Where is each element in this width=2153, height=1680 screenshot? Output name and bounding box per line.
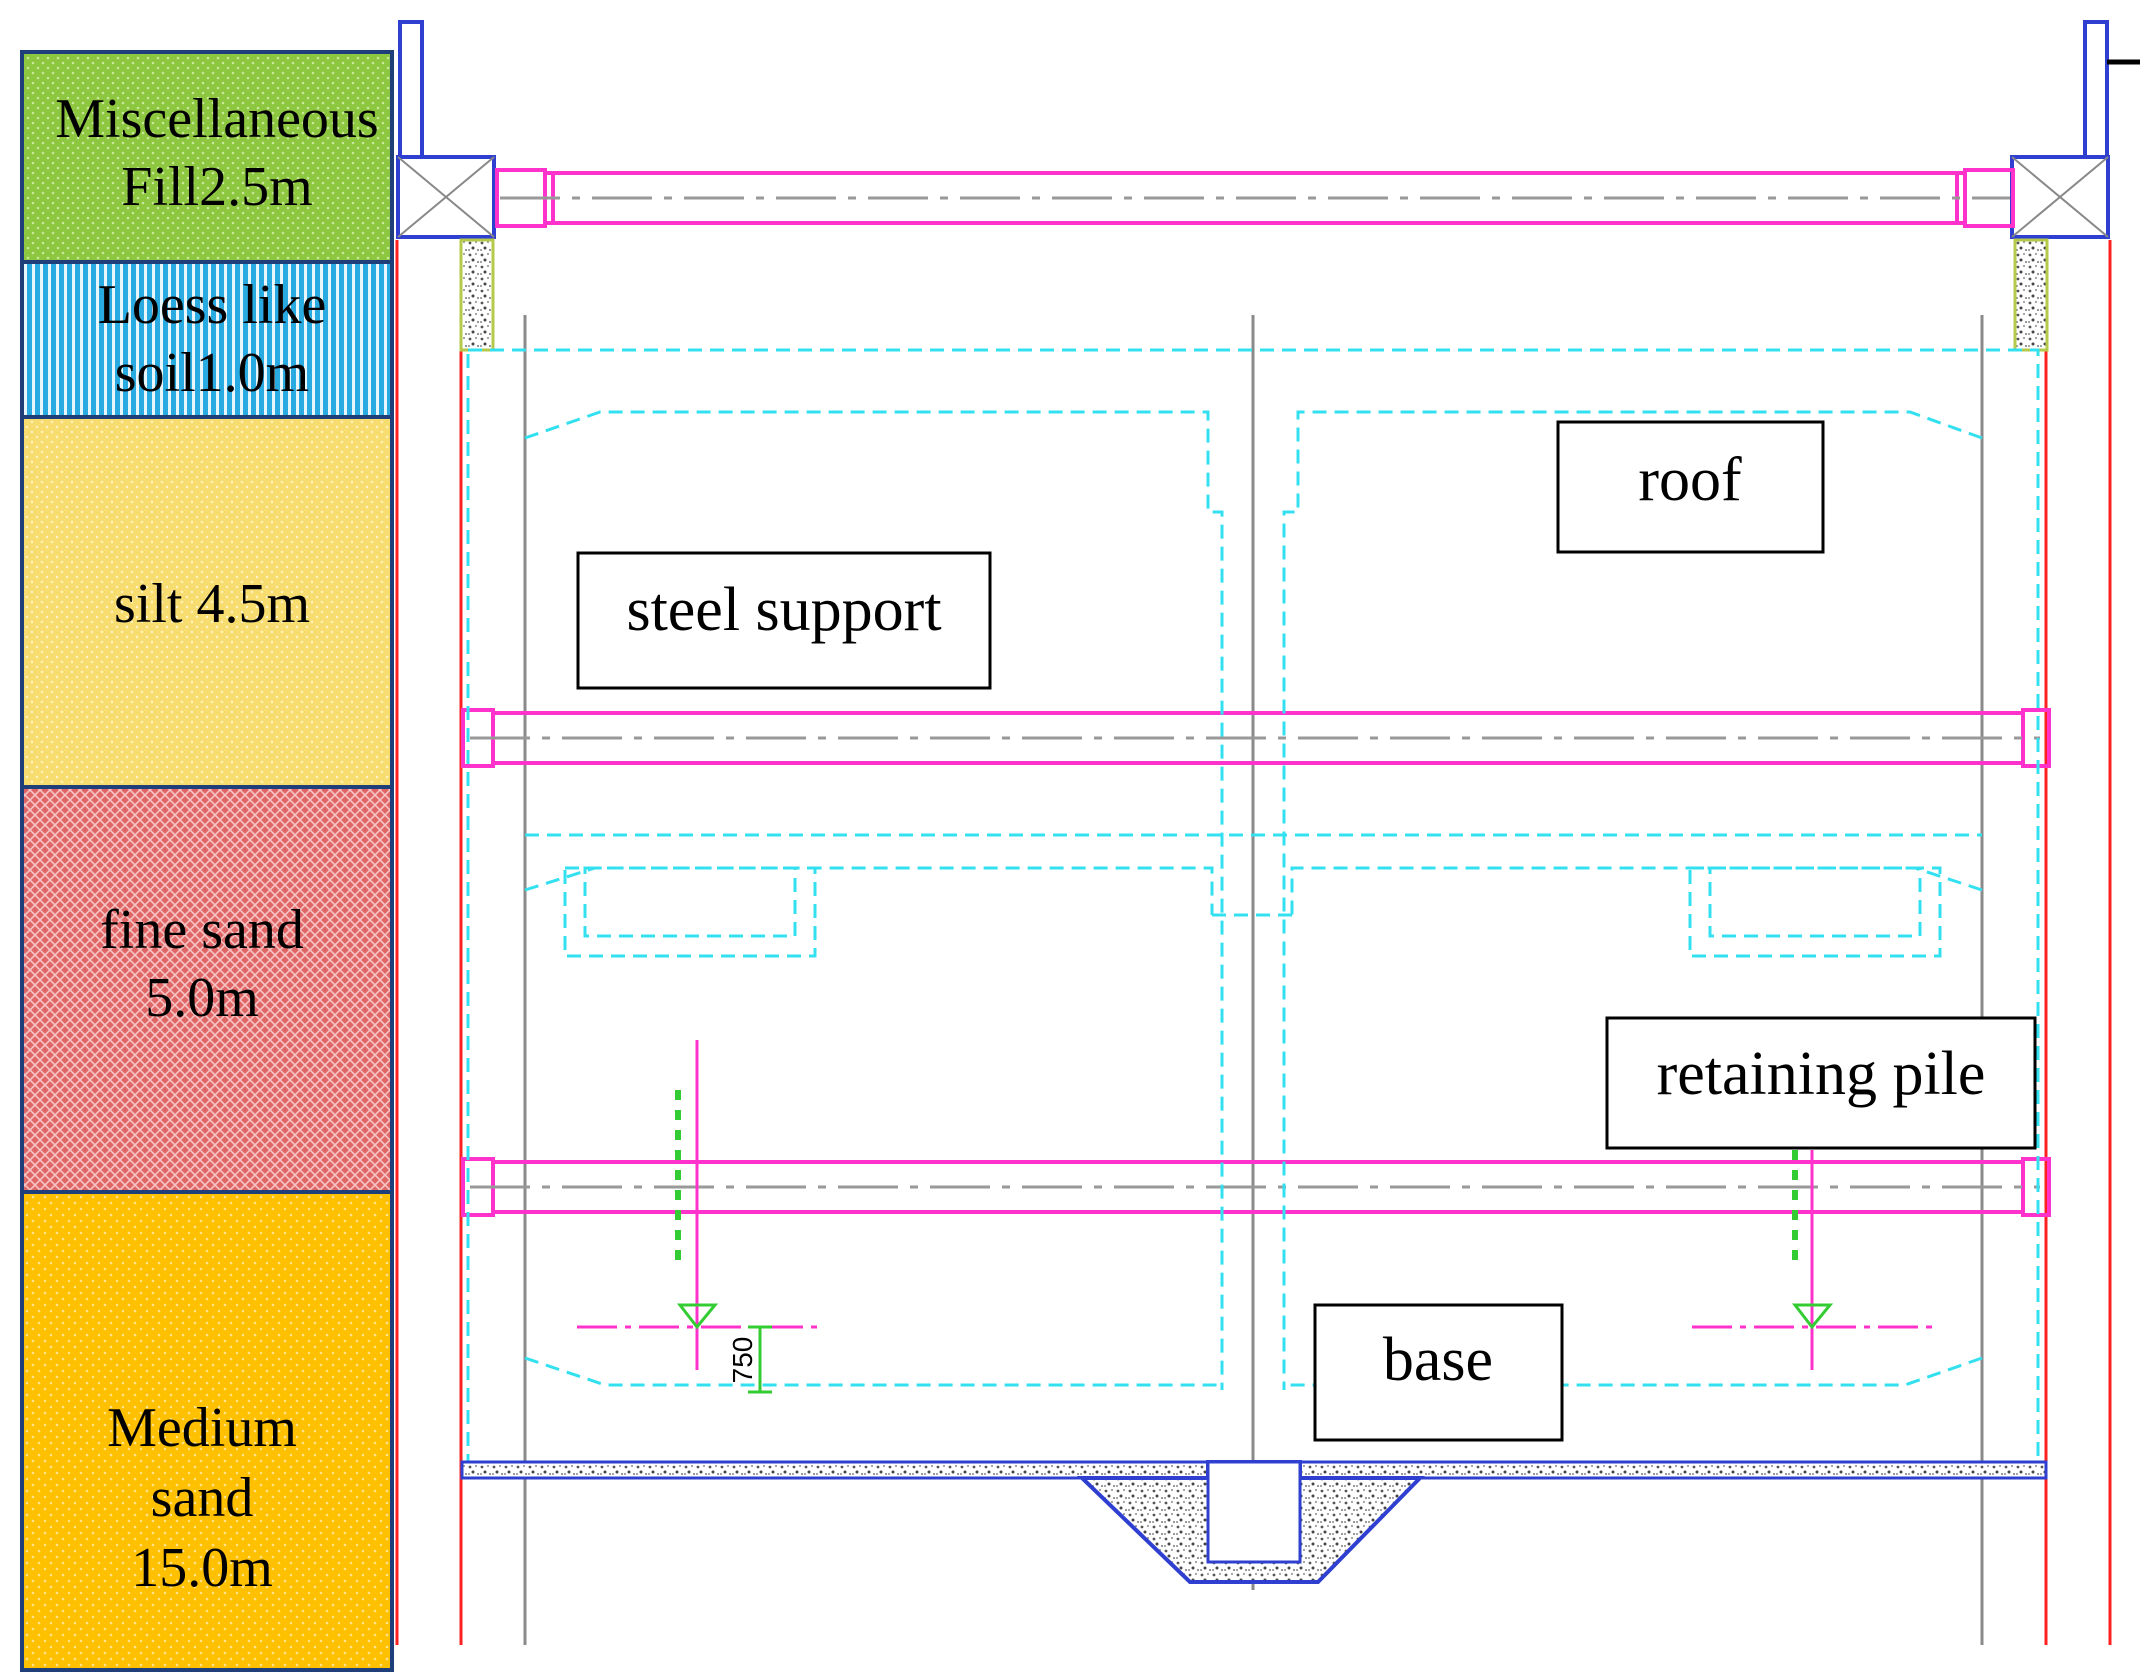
soil-label-loess-line2: soil1.0m — [115, 342, 309, 404]
label-base: base — [1383, 1326, 1493, 1394]
dimension-750: 750 — [727, 1325, 772, 1394]
grid-axes — [523, 315, 1984, 1645]
steel-support-level-3 — [461, 1157, 2051, 1217]
callout-steel-support: steel support — [576, 551, 992, 690]
top-wall-right — [2083, 20, 2109, 159]
label-roof: roof — [1638, 446, 1742, 514]
label-retaining-pile: retaining pile — [1657, 1040, 1986, 1108]
soil-label-silt: silt 4.5m — [114, 573, 310, 635]
callout-retaining-pile: retaining pile — [1605, 1016, 2037, 1150]
soil-label-fine-sand-line2: 5.0m — [145, 967, 259, 1029]
steel-support-level-2 — [461, 708, 2051, 768]
level-marker-left — [577, 1040, 817, 1370]
retaining-piles — [395, 240, 2112, 1645]
soil-label-medium-sand-line2: sand — [151, 1467, 254, 1529]
label-steel-support: steel support — [626, 576, 941, 644]
soil-layer-fine-sand — [20, 785, 394, 1194]
soil-layer-fill — [20, 50, 394, 264]
crown-beam-left — [396, 155, 496, 239]
soil-label-medium-sand-line1: Medium — [107, 1397, 297, 1459]
soil-layer-medium-sand — [20, 1190, 394, 1672]
level-marker-right — [1692, 1150, 1932, 1370]
soil-label-fill-line1: Miscellaneous — [55, 88, 378, 150]
callout-base: base — [1313, 1303, 1564, 1442]
soil-label-fine-sand-line1: fine sand — [100, 899, 304, 961]
soil-layer-loess — [20, 260, 394, 419]
guard-wall-right — [2013, 238, 2049, 352]
soil-column: Miscellaneous Fill2.5m Loess like soil1.… — [20, 50, 394, 1672]
soil-label-medium-sand-line3: 15.0m — [131, 1537, 273, 1599]
base-slab — [460, 1460, 2048, 1584]
soil-layer-silt — [20, 415, 394, 789]
guard-wall-left — [459, 238, 495, 352]
crown-beam — [396, 20, 2140, 239]
soil-label-fill-line2: Fill2.5m — [121, 156, 312, 218]
steel-support-level-1 — [495, 168, 2015, 228]
callout-roof: roof — [1556, 420, 1825, 554]
soil-label-loess-line1: Loess like — [98, 274, 327, 336]
dimension-label: 750 — [727, 1337, 758, 1384]
top-wall-left — [398, 20, 424, 159]
